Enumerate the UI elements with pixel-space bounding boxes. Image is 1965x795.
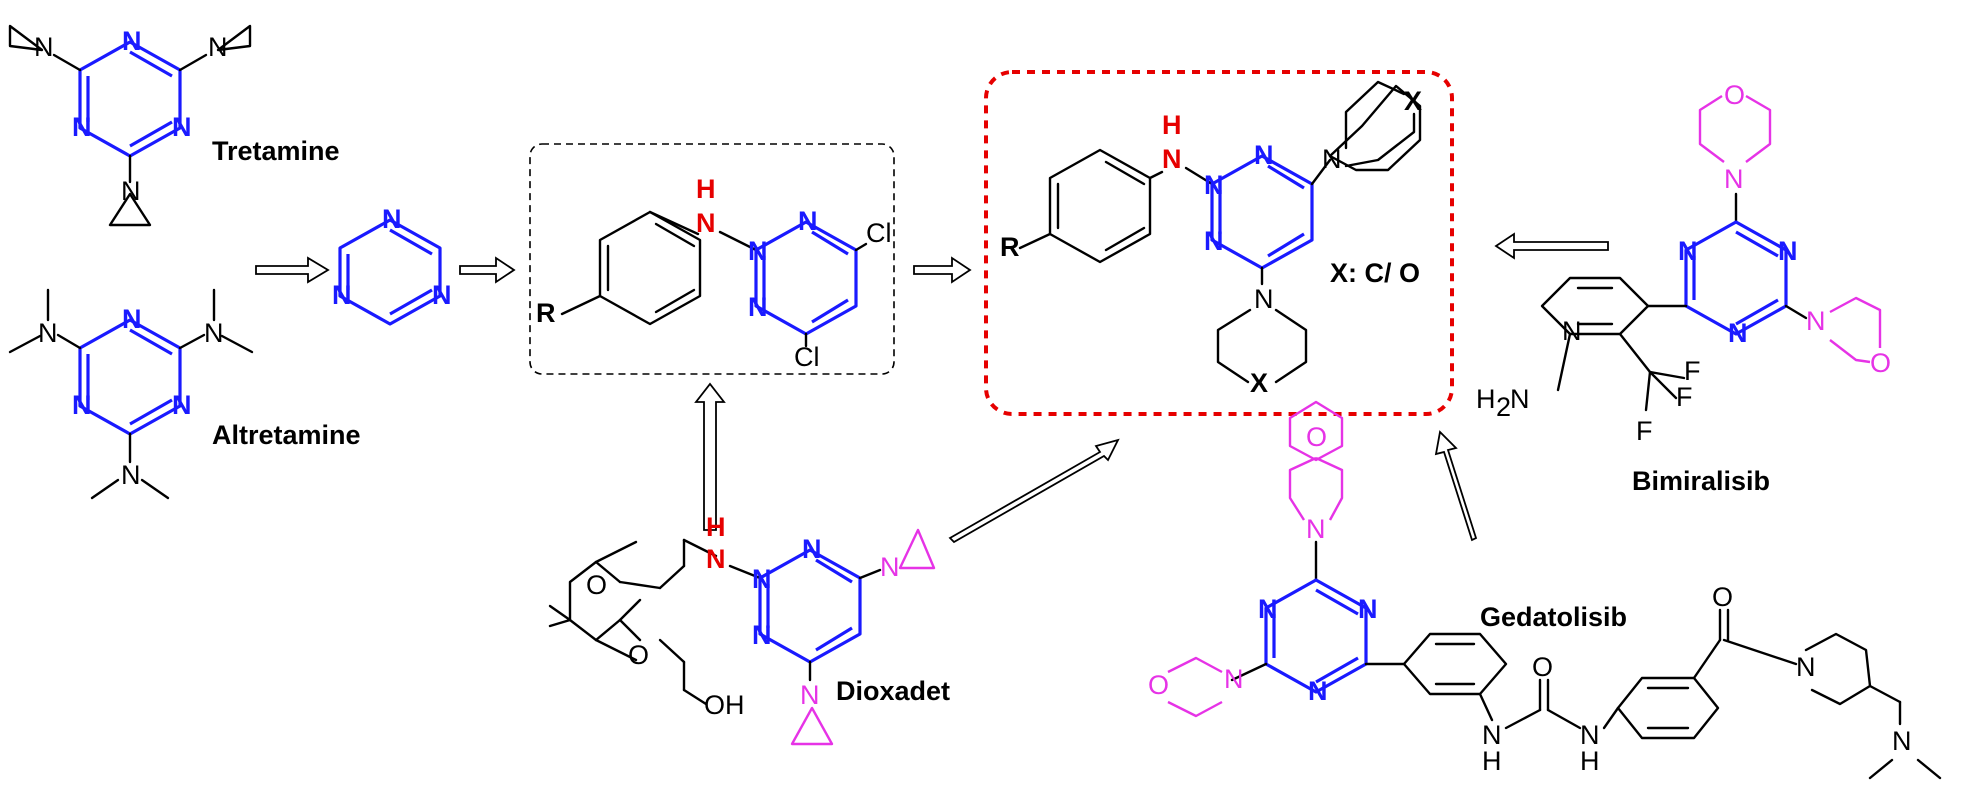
svg-text:N: N [706,544,726,574]
svg-text:N: N [752,564,772,594]
svg-text:N: N [1778,236,1798,266]
svg-text:N: N [1580,720,1600,750]
r-left: R [536,298,556,328]
svg-text:N: N [1204,170,1224,200]
target-scaffold-box [984,70,1454,416]
altretamine-label: Altretamine [212,420,361,450]
svg-text:O: O [1148,670,1169,700]
svg-text:O: O [586,570,607,600]
svg-text:N: N [1806,306,1826,336]
svg-text:N: N [122,304,142,334]
svg-text:N: N [1358,594,1378,624]
svg-text:N: N [802,534,822,564]
svg-text:N: N [1796,652,1816,682]
arrow-dioxadet-to-target [948,438,1120,544]
svg-text:N: N [72,112,92,142]
h2n-label: H 2 N [1476,384,1530,422]
svg-text:N: N [34,32,54,62]
svg-text:N: N [122,26,142,56]
svg-text:N: N [121,460,141,490]
svg-text:N: N [1162,144,1182,174]
svg-text:O: O [1870,348,1891,378]
svg-text:H: H [1482,746,1502,776]
target-scaffold-structure: H N N N N N N [1018,80,1422,384]
arrow-to-triazine [255,256,330,284]
svg-text:N: N [121,176,141,206]
svg-text:N: N [1892,726,1912,756]
svg-text:N: N [1322,144,1342,174]
svg-text:N: N [1306,514,1326,544]
svg-text:N: N [800,680,820,710]
triazine-core: N N N [332,204,452,326]
svg-text:N: N [1482,720,1502,750]
x-bottom: X [1250,368,1268,398]
svg-text:N: N [204,318,224,348]
x-top: X [1404,86,1422,116]
svg-text:N: N [332,280,352,310]
svg-text:N: N [1224,664,1244,694]
svg-text:N: N [172,390,192,420]
svg-text:N: N [748,236,768,266]
bimiralisib-structure: O N N N N N O N [1540,80,1891,412]
h2n-n: N [1510,384,1530,414]
tretamine-label: Tretamine [212,136,340,166]
oh-label: OH [704,690,745,720]
svg-text:N: N [1724,164,1744,194]
svg-text:O: O [1712,582,1733,612]
svg-text:H: H [696,174,716,204]
arrow-from-bimiralisib [1494,232,1609,260]
svg-text:N: N [1254,140,1274,170]
r-center: R [1000,232,1020,262]
tretamine-structure: N N N N N N [8,24,252,227]
svg-text:N: N [752,620,772,650]
dioxadet-structure: O O H N N N N N N [548,512,936,746]
svg-text:N: N [798,206,818,236]
svg-text:N: N [696,208,716,238]
svg-text:H: H [1162,110,1182,140]
svg-text:N: N [208,32,228,62]
gedatolisib-label: Gedatolisib [1480,602,1627,632]
bimiralisib-label: Bimiralisib [1632,466,1770,496]
dichlorotriazine-structure: H N N N N [560,174,868,348]
altretamine-structure: N N N N N N [8,288,254,500]
h2n-h: H [1476,384,1496,414]
arrow-from-gedatolisib [1434,430,1478,542]
svg-text:N: N [172,112,192,142]
f-label-3: F [1636,416,1653,446]
dioxadet-label: Dioxadet [836,676,950,706]
h2n-sub: 2 [1496,392,1511,422]
svg-text:N: N [72,390,92,420]
svg-text:O: O [1532,652,1553,682]
cl-bottom: Cl [794,342,820,372]
svg-text:N: N [1728,318,1748,348]
svg-text:N: N [1678,236,1698,266]
svg-text:H: H [1580,746,1600,776]
svg-text:N: N [1204,226,1224,256]
arrow-dioxadet-up [694,382,726,531]
cl-top: Cl [866,218,892,248]
svg-text:N: N [1258,594,1278,624]
f-label-2: F [1676,382,1693,412]
svg-text:N: N [1308,676,1328,706]
dichlorotriazine-box [529,143,895,375]
svg-text:N: N [432,280,452,310]
arrow-to-dichlorotriazine [459,256,516,284]
f-label-1: F [1684,356,1701,386]
svg-text:N: N [1254,284,1274,314]
svg-text:O: O [628,640,649,670]
svg-text:N: N [748,292,768,322]
gedatolisib-structure: O N N N N N O N H O N H [1148,400,1942,780]
svg-text:N: N [382,204,402,234]
x-definition-label: X: C/ O [1330,258,1420,288]
svg-text:O: O [1306,422,1327,452]
svg-text:N: N [880,552,900,582]
svg-text:H: H [706,512,726,542]
svg-text:N: N [1562,316,1582,346]
svg-text:N: N [38,318,58,348]
svg-text:O: O [1724,80,1745,110]
arrow-to-target [913,256,972,284]
